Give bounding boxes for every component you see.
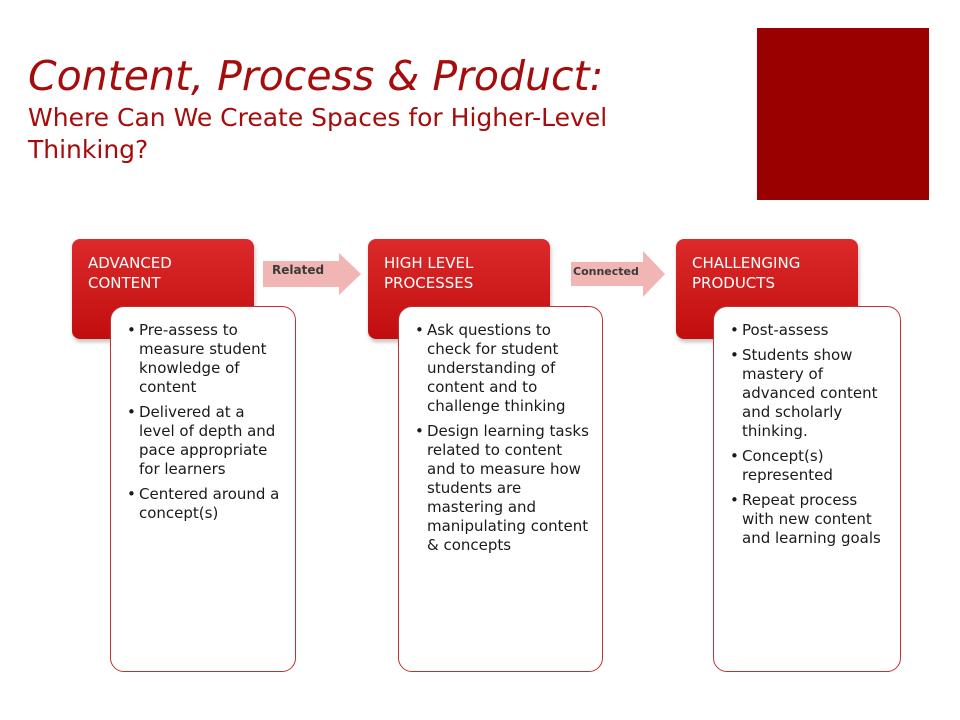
- high-level-processes-header-label: HIGH LEVEL PROCESSES: [384, 254, 474, 292]
- related-arrow: [263, 253, 361, 295]
- connected-label: Connected: [573, 265, 639, 278]
- list-item: Delivered at a level of depth and pace a…: [127, 403, 285, 479]
- list-item: Students show mastery of advanced conten…: [730, 346, 890, 441]
- list-item: Pre-assess to measure student knowledge …: [127, 321, 285, 397]
- connected-arrow-shape: [571, 251, 665, 297]
- related-label: Related: [272, 263, 325, 277]
- related-arrow-shape: [263, 253, 361, 295]
- slide-title: Content, Process & Product:: [28, 52, 604, 100]
- list-item: Concept(s) represented: [730, 447, 890, 485]
- accent-square: [757, 28, 929, 200]
- list-item: Ask questions to check for student under…: [415, 321, 592, 416]
- connected-arrow: [571, 251, 665, 297]
- list-item: Repeat process with new content and lear…: [730, 491, 890, 548]
- challenging-products-list: Post-assess Students show mastery of adv…: [713, 306, 901, 672]
- high-level-processes-list: Ask questions to check for student under…: [398, 306, 603, 672]
- slide-subtitle: Where Can We Create Spaces for Higher-Le…: [28, 103, 608, 164]
- title-block: Content, Process & Product: Where Can We…: [28, 52, 748, 166]
- list-item: Design learning tasks related to content…: [415, 422, 592, 555]
- list-item: Centered around a concept(s): [127, 485, 285, 523]
- advanced-content-header-label: ADVANCED CONTENT: [88, 254, 172, 292]
- list-item: Post-assess: [730, 321, 890, 340]
- advanced-content-list: Pre-assess to measure student knowledge …: [110, 306, 296, 672]
- challenging-products-header-label: CHALLENGING PRODUCTS: [692, 254, 801, 292]
